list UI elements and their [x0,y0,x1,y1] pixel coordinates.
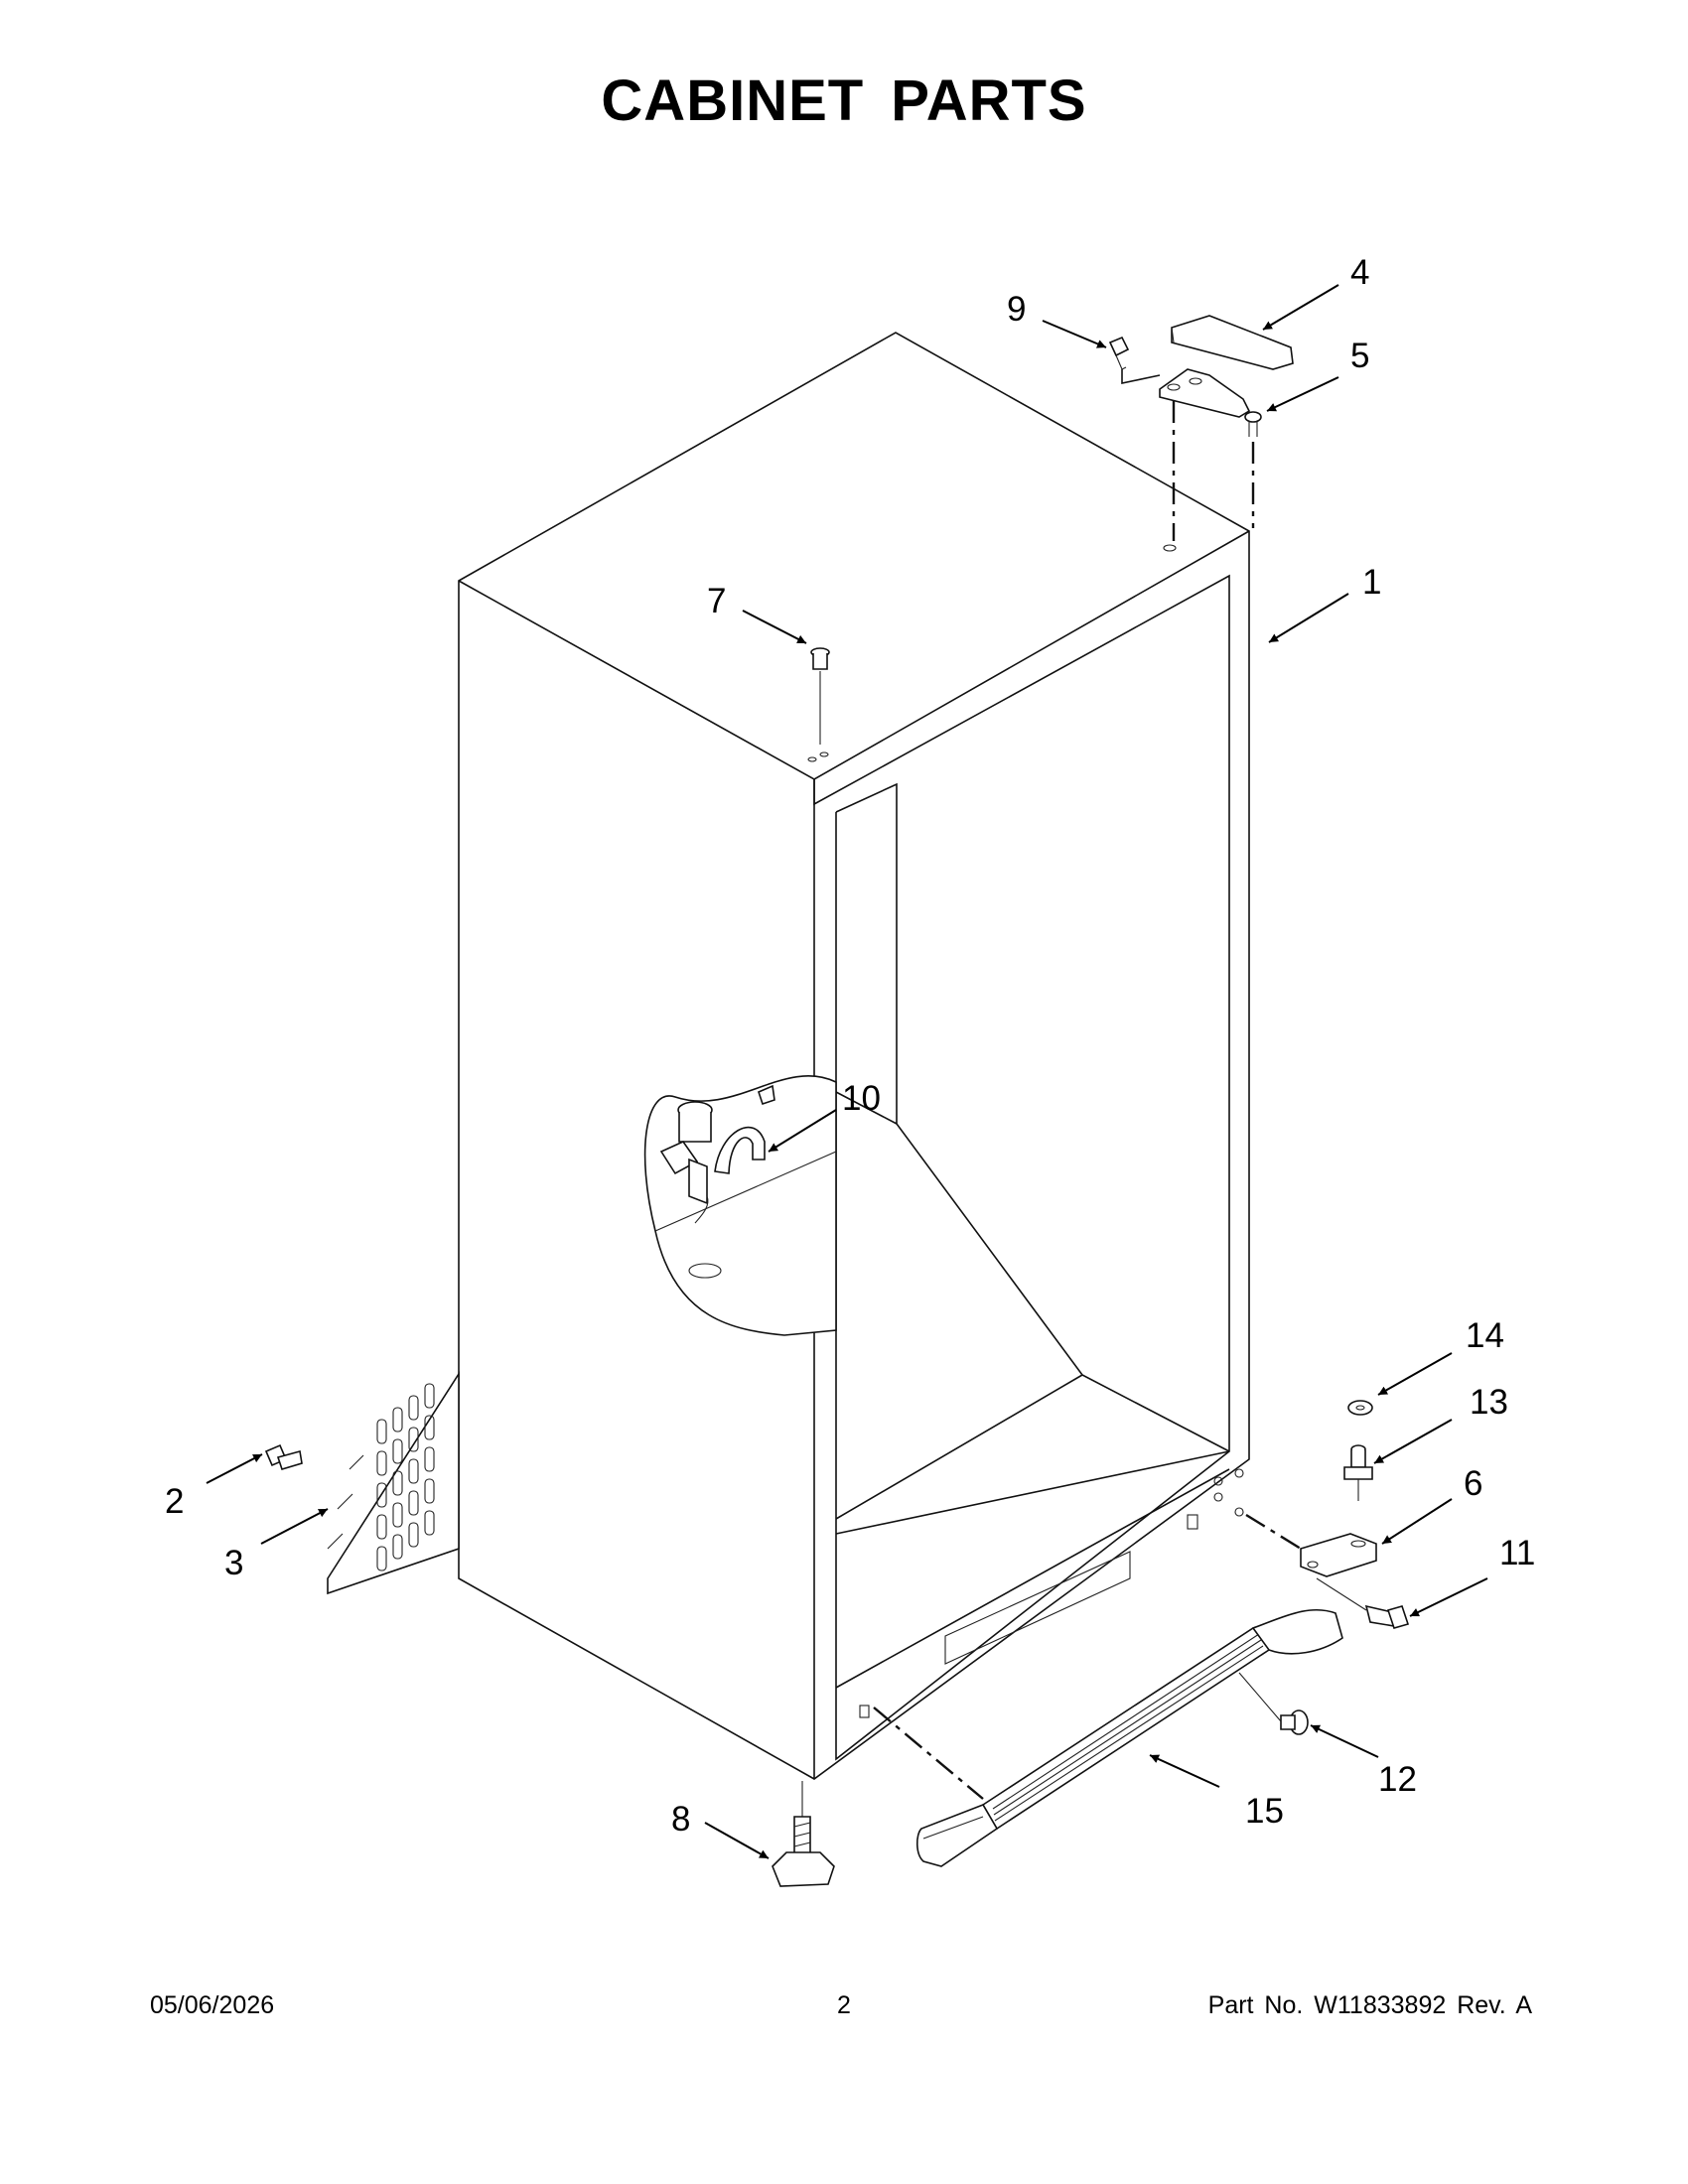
callout-14: 14 [1466,1316,1504,1355]
toe-grille-part [915,1608,1343,1867]
page-title: CABINET PARTS [601,68,1087,133]
leveling-foot-part [772,1781,835,1887]
hinge-bolt-part [1316,1577,1410,1629]
grille-screw-lower-part [1238,1672,1309,1735]
hinge-cover-part [1171,315,1294,370]
washer-part [1347,1400,1373,1416]
leader-2 [206,1453,263,1484]
leader-12 [1310,1724,1379,1758]
hinge-pin-part [1343,1444,1373,1501]
hinge-screw-part [1108,336,1161,384]
callout-5: 5 [1350,337,1369,375]
toe-grille-dashed-line [873,1706,984,1800]
leader-1 [1268,593,1349,643]
footer-page-number: 2 [837,1991,851,2019]
callout-13: 13 [1470,1383,1508,1422]
callout-1: 1 [1362,563,1381,602]
cabinet-body [458,332,1250,1780]
leader-10 [768,1109,837,1153]
leader-14 [1377,1352,1453,1396]
leader-9 [1042,320,1107,348]
footer-part-number: Part No. W11833892 Rev. A [1207,1991,1532,2019]
leader-13 [1373,1419,1453,1464]
rear-grille-part [327,1371,460,1595]
drain-tube-part [659,1084,775,1224]
leader-7 [742,610,807,644]
callout-2: 2 [165,1482,184,1521]
footer-date: 05/06/2026 [150,1991,275,2019]
callout-8: 8 [671,1800,690,1839]
leader-5 [1266,376,1339,412]
callout-6: 6 [1464,1464,1482,1503]
top-pin-part [810,647,830,745]
leader-6 [1381,1498,1453,1545]
callout-4: 4 [1350,253,1369,292]
leader-8 [704,1822,770,1859]
top-hinge-part [1159,368,1262,437]
callout-11: 11 [1499,1534,1535,1572]
callout-15: 15 [1245,1792,1284,1831]
callout-12: 12 [1378,1760,1417,1799]
leader-11 [1409,1577,1488,1617]
callout-3: 3 [224,1544,243,1582]
callout-7: 7 [707,582,726,620]
bottom-hinge-part [1300,1533,1377,1577]
leader-4 [1262,284,1339,331]
grille-screw-part [264,1443,303,1470]
callout-10: 10 [842,1079,881,1118]
leader-3 [260,1508,329,1545]
leader-15 [1149,1754,1220,1788]
hinge-dashed-line-3 [1245,1513,1302,1551]
callout-labels: 1 2 3 4 5 6 7 8 9 10 11 12 13 14 15 [165,253,1535,1839]
callout-9: 9 [1007,290,1026,329]
callout-leaders [206,284,1488,1859]
